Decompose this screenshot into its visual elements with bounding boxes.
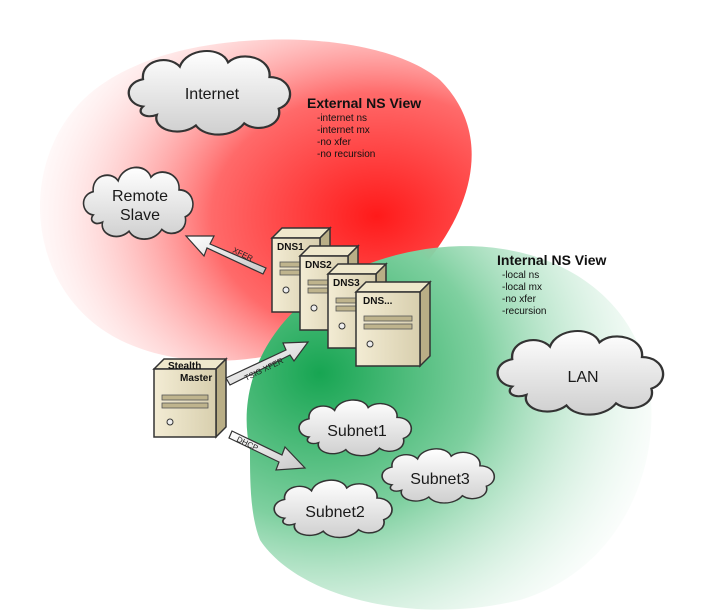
internal-view-item: -local ns [502, 270, 539, 281]
remote-slave-label-1: Remote [112, 188, 168, 205]
subnet1-label: Subnet1 [327, 423, 387, 440]
internal-view-title: Internal NS View [497, 252, 607, 268]
lan-label: LAN [567, 369, 598, 386]
external-view-item: -no xfer [317, 137, 352, 148]
remote-slave-label-2: Slave [120, 207, 160, 224]
subnet3-label: Subnet3 [410, 471, 470, 488]
dns-more-server: DNS... [354, 280, 432, 368]
stealth-master-server: Stealth Master [152, 357, 228, 439]
external-view-item: -no recursion [317, 149, 375, 160]
lan-cloud: LAN [496, 329, 665, 416]
subnet2-label: Subnet2 [305, 504, 365, 521]
dns-more-label: DNS... [363, 296, 393, 307]
external-view-title: External NS View [307, 95, 421, 111]
internet-label: Internet [185, 86, 240, 103]
internal-view-item: -recursion [502, 306, 546, 317]
dns1-label: DNS1 [277, 242, 304, 253]
stealth-label-1: Stealth [168, 361, 201, 372]
external-view-legend: External NS View -internet ns -internet … [307, 95, 421, 160]
external-view-item: -internet ns [317, 113, 367, 124]
external-view-item: -internet mx [317, 125, 370, 136]
dns-server-cluster: DNS1 DNS2 DNS3 DNS... [270, 226, 432, 368]
internal-view-item: -local mx [502, 282, 542, 293]
internet-cloud: Internet [127, 49, 292, 136]
subnet2-cloud: Subnet2 [273, 479, 393, 539]
dns2-label: DNS2 [305, 260, 332, 271]
internal-view-item: -no xfer [502, 294, 537, 305]
subnet1-cloud: Subnet1 [298, 399, 413, 457]
subnet3-cloud: Subnet3 [381, 448, 496, 504]
remote-slave-cloud: Remote Slave [82, 166, 194, 240]
internal-view-legend: Internal NS View -local ns -local mx -no… [497, 252, 607, 317]
dns3-label: DNS3 [333, 278, 360, 289]
stealth-label-2: Master [180, 373, 212, 384]
